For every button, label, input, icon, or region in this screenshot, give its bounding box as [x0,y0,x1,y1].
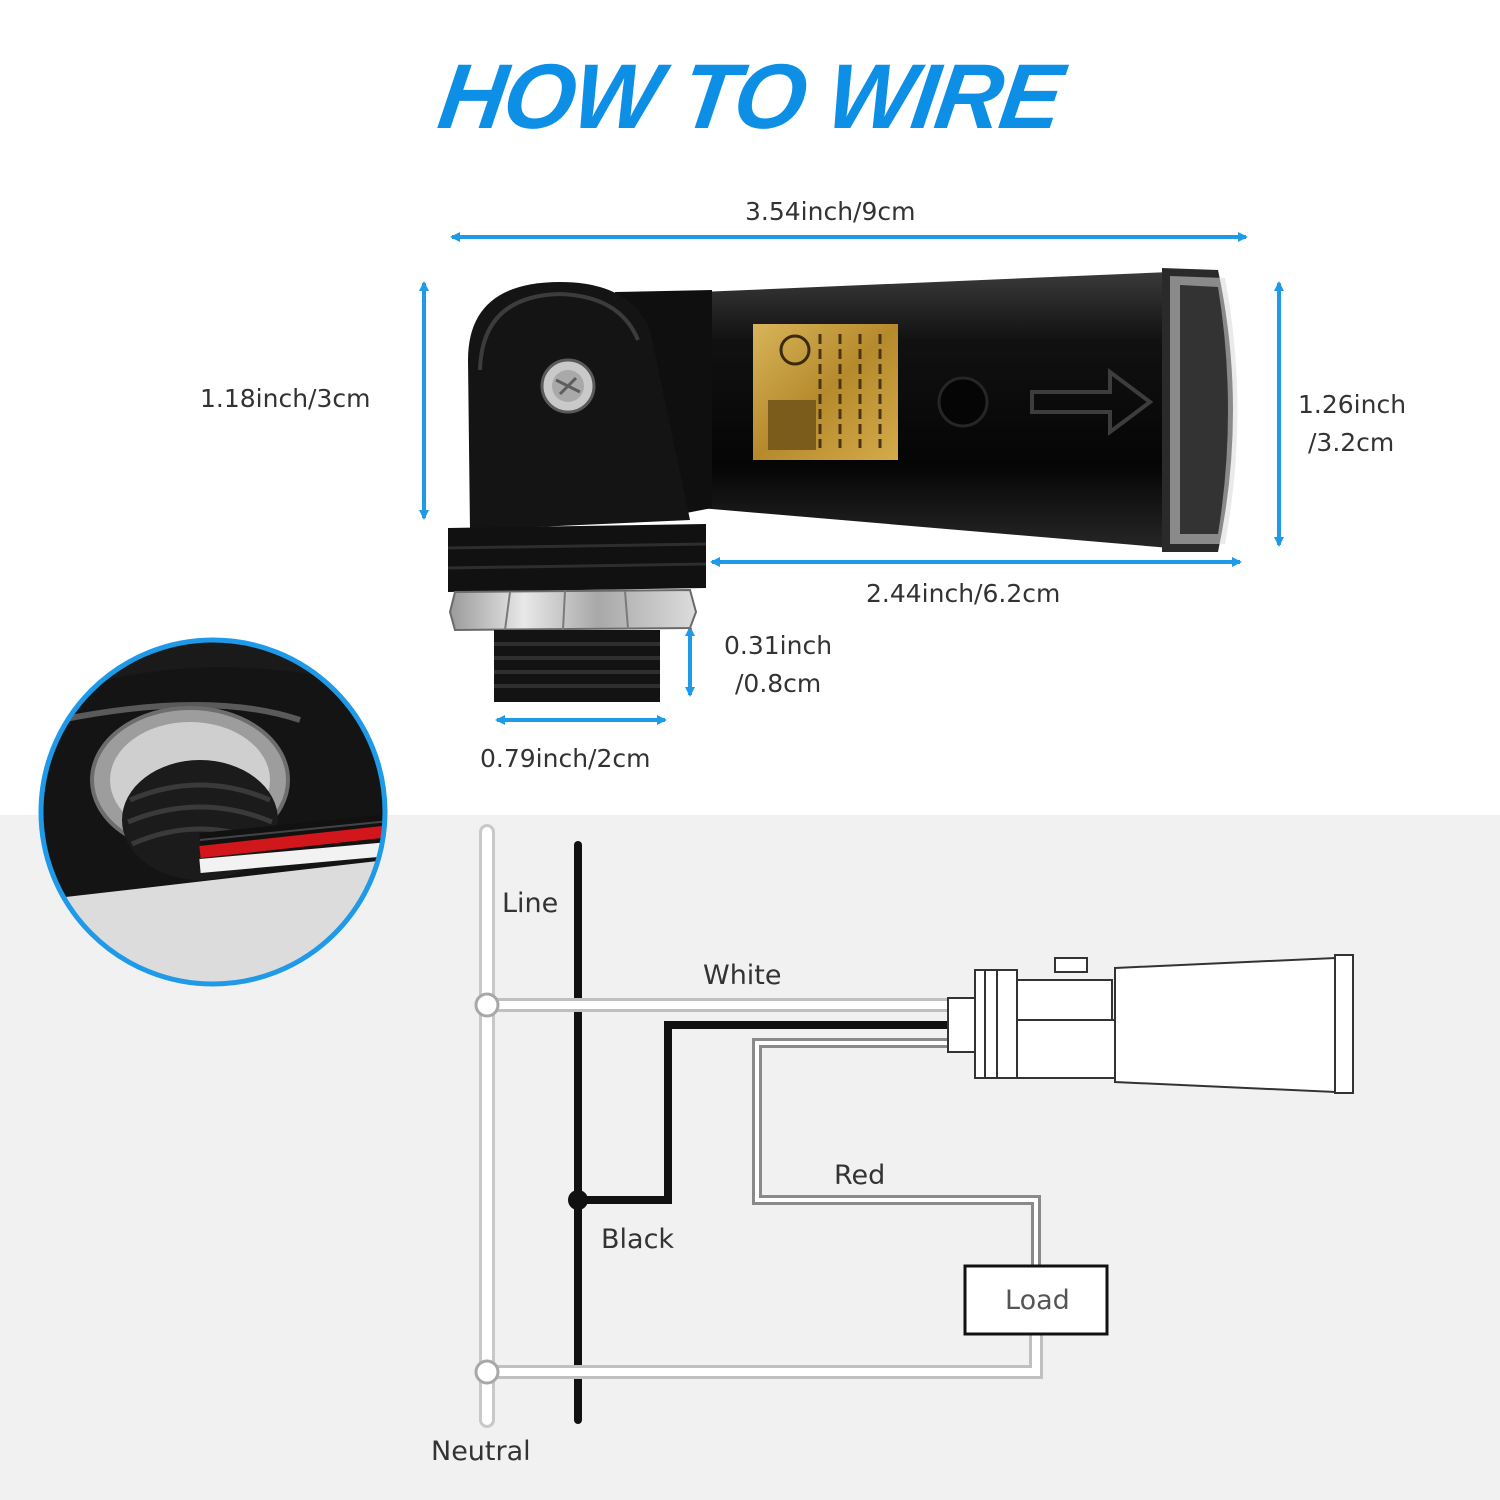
tube-diameter-label-line1: 1.26inch [1298,390,1407,419]
black-wire [578,1021,950,1204]
neutral-junction-bottom [474,1359,500,1385]
load-box [963,1264,1109,1336]
black-wire-label: Black [601,1224,675,1255]
white-wire-label: White [703,960,782,991]
mount-base [448,524,706,592]
neutral-junction-top [474,992,500,1018]
body-length-label: 2.44inch/6.2cm [866,579,1061,608]
line-label: Line [502,888,559,919]
arrow-right-icon [1030,368,1154,436]
closeup-inset [38,637,388,987]
photocontrol-outline [947,954,1354,1094]
dimension-arrows [419,232,1284,725]
thread-length-label-line1: 0.31inch [724,631,833,660]
wiring-diagram [474,824,1354,1428]
red-wire-label: Red [834,1160,886,1191]
tube-diameter-label-line2: /3.2cm [1308,428,1395,457]
thread-length-label-line2: /0.8cm [735,669,822,698]
head-height-label: 1.18inch/3cm [200,384,371,413]
thread-width-label: 0.79inch/2cm [480,744,651,773]
line-junction [568,1190,588,1210]
neutral-label: Neutral [431,1436,531,1467]
lock-nut [448,588,698,632]
overall-length-label: 3.54inch/9cm [745,197,916,226]
ul-listed-label [753,324,898,460]
load-label: Load [1005,1285,1070,1316]
neutral-return-wire [487,1335,1043,1379]
threaded-nipple [494,630,660,702]
sensor-window [937,376,989,428]
photocontrol-device [447,268,1238,702]
